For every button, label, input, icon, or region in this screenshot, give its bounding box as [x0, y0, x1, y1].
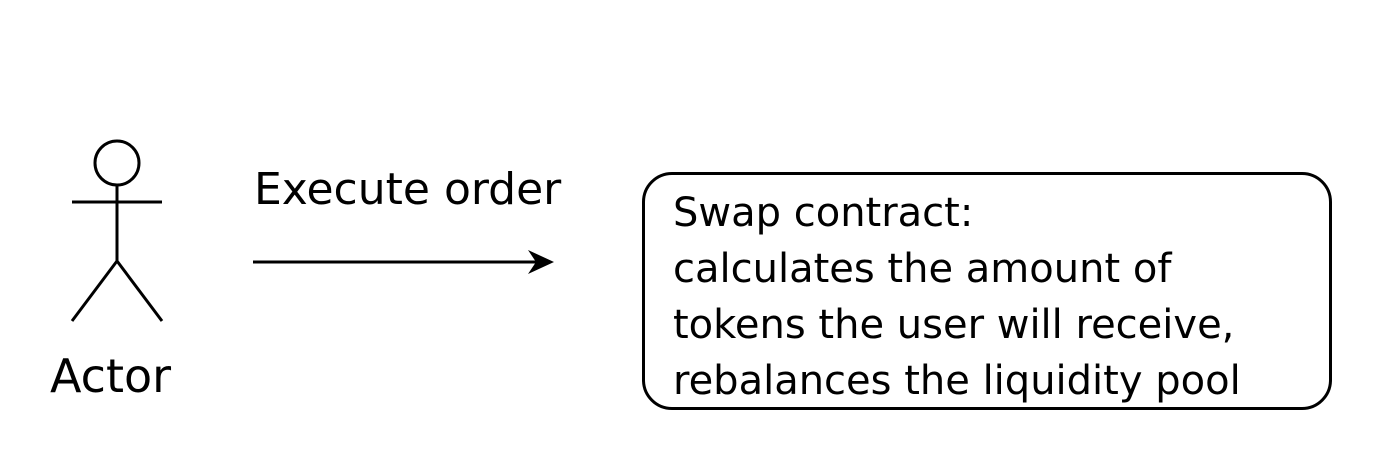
contract-text-line: calculates the amount of	[673, 246, 1172, 292]
actor-stick-figure-icon	[70, 139, 164, 322]
actor-head	[93, 139, 141, 187]
swap-contract-box: Swap contract: calculates the amount of …	[642, 172, 1332, 410]
actor-left-leg	[70, 260, 119, 322]
actor-label: Actor	[50, 349, 172, 403]
contract-text-line: tokens the user will receive,	[673, 302, 1235, 348]
contract-text-line: rebalances the liquidity pool	[673, 358, 1241, 404]
actor-right-leg	[115, 260, 164, 322]
contract-text-line: Swap contract:	[673, 190, 974, 236]
arrow-right-icon	[253, 250, 554, 274]
arrow-head	[528, 250, 554, 274]
edge-label: Execute order	[254, 164, 562, 215]
